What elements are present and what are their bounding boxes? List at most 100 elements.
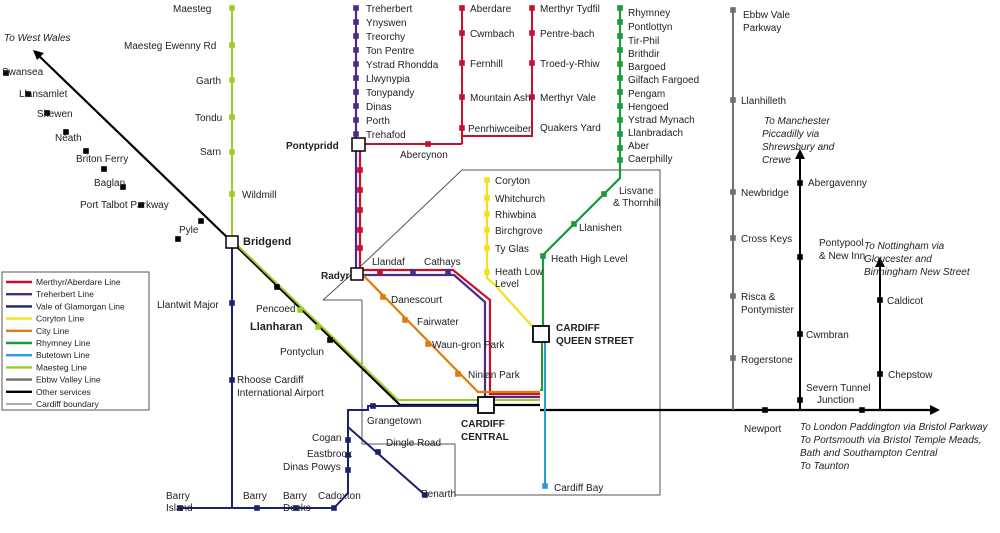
station-rhoose-airport[interactable]: International Airport [237, 388, 324, 399]
station-bridgend[interactable]: Bridgend [243, 236, 291, 248]
station-ystrad-rhondda[interactable]: Ystrad Rhondda [366, 60, 439, 71]
station-severn-tunnel-junction[interactable]: Severn Tunnel [806, 383, 871, 394]
station-cross-keys[interactable]: Cross Keys [741, 234, 792, 245]
station-hengoed[interactable]: Hengoed [628, 102, 669, 113]
station-radyr[interactable]: Radyr [321, 271, 349, 282]
station-wildmill[interactable]: Wildmill [242, 190, 276, 201]
station-neath[interactable]: Neath [55, 133, 82, 144]
radyr-interchange[interactable] [350, 267, 364, 281]
station-pontyclun[interactable]: Pontyclun [280, 347, 324, 358]
station-ynyswen[interactable]: Ynyswen [366, 18, 407, 29]
station-caerphilly[interactable]: Caerphilly [628, 154, 672, 165]
station-pontypridd[interactable]: Pontypridd [286, 141, 339, 152]
station-gilfach-fargoed[interactable]: Gilfach Fargoed [628, 75, 699, 86]
station-pyle[interactable]: Pyle [179, 225, 199, 236]
station-barry-island[interactable]: Barry [166, 491, 190, 502]
station-rhymney[interactable]: Rhymney [628, 8, 670, 19]
station-rhoose-airport[interactable]: Rhoose Cardiff [237, 375, 304, 386]
station-pentre-bach[interactable]: Pentre-bach [540, 29, 594, 40]
station-ebbw-vale-parkway[interactable]: Parkway [743, 23, 781, 34]
station-baglan[interactable]: Baglan [94, 178, 125, 189]
station-rogerstone[interactable]: Rogerstone [741, 355, 793, 366]
station-barry-docks[interactable]: Barry [283, 491, 307, 502]
station-trehafod[interactable]: Trehafod [366, 130, 406, 141]
station-barry[interactable]: Barry [243, 491, 267, 502]
station-grangetown[interactable]: Grangetown [367, 416, 421, 427]
station-danescourt[interactable]: Danescourt [391, 295, 442, 306]
station-newbridge[interactable]: Newbridge [741, 188, 789, 199]
station-cardiff-queen-street[interactable]: QUEEN STREET [556, 336, 634, 347]
station-pencoed[interactable]: Pencoed [256, 304, 295, 315]
station-skewen[interactable]: Skewen [37, 109, 73, 120]
station-bargoed[interactable]: Bargoed [628, 62, 666, 73]
station-port-talbot-parkway[interactable]: Port Talbot Parkway [80, 200, 169, 211]
station-coryton[interactable]: Coryton [495, 176, 530, 187]
queen-street-interchange[interactable] [532, 325, 550, 343]
station-tonypandy[interactable]: Tonypandy [366, 88, 414, 99]
station-heath-low-level[interactable]: Level [495, 279, 519, 290]
station-pengam[interactable]: Pengam [628, 89, 665, 100]
station-cadoxton[interactable]: Cadoxton [318, 491, 361, 502]
station-brithdir[interactable]: Brithdir [628, 49, 660, 60]
station-ystrad-mynach[interactable]: Ystrad Mynach [628, 115, 695, 126]
station-abergavenny[interactable]: Abergavenny [808, 178, 867, 189]
station-ton-pentre[interactable]: Ton Pentre [366, 46, 415, 57]
station-swansea[interactable]: Swansea [2, 67, 44, 78]
station-birchgrove[interactable]: Birchgrove [495, 226, 543, 237]
station-merthyr-tydfil[interactable]: Merthyr Tydfil [540, 4, 600, 15]
station-garth[interactable]: Garth [196, 76, 221, 87]
station-maesteg-ewenny-rd[interactable]: Maesteg Ewenny Rd [124, 41, 216, 52]
station-cardiff-queen-street[interactable]: CARDIFF [556, 323, 600, 334]
station-llandaf[interactable]: Llandaf [372, 257, 405, 268]
station-pontypool-new-inn[interactable]: Pontypool [819, 238, 863, 249]
bridgend-interchange[interactable] [225, 235, 239, 249]
station-dingle-road[interactable]: Dingle Road [386, 438, 441, 449]
station-cwmbach[interactable]: Cwmbach [470, 29, 514, 40]
station-lisvane-thornhill[interactable]: Lisvane [619, 186, 654, 197]
station-aber[interactable]: Aber [628, 141, 650, 152]
station-lisvane-thornhill[interactable]: & Thornhill [613, 198, 661, 209]
station-barry-island[interactable]: Island [166, 503, 193, 514]
station-heath-high-level[interactable]: Heath High Level [551, 254, 628, 265]
station-caldicot[interactable]: Caldicot [887, 296, 923, 307]
station-dinas-powys[interactable]: Dinas Powys [283, 462, 341, 473]
station-penrhiwceiber[interactable]: Penrhiwceiber [468, 124, 532, 135]
station-troed-y-rhiw[interactable]: Troed-y-Rhiw [540, 59, 600, 70]
station-merthyr-vale[interactable]: Merthyr Vale [540, 93, 596, 104]
station-fernhill[interactable]: Fernhill [470, 59, 503, 70]
station-waun-gron-park[interactable]: Waun-gron Park [432, 340, 505, 351]
station-llanishen[interactable]: Llanishen [579, 223, 622, 234]
station-chepstow[interactable]: Chepstow [888, 370, 933, 381]
station-severn-tunnel-junction[interactable]: Junction [817, 395, 854, 406]
station-fairwater[interactable]: Fairwater [417, 317, 459, 328]
station-aberdare[interactable]: Aberdare [470, 4, 512, 15]
station-cardiff-central[interactable]: CARDIFF [461, 419, 505, 430]
station-cwmbran[interactable]: Cwmbran [806, 330, 849, 341]
station-pontypool-new-inn[interactable]: & New Inn [819, 251, 865, 262]
station-treherbert[interactable]: Treherbert [366, 4, 413, 15]
station-cardiff-bay[interactable]: Cardiff Bay [554, 483, 603, 494]
station-tondu[interactable]: Tondu [195, 113, 222, 124]
station-ty-glas[interactable]: Ty Glas [495, 244, 529, 255]
station-cogan[interactable]: Cogan [312, 433, 341, 444]
station-llanhilleth[interactable]: Llanhilleth [741, 96, 786, 107]
station-dinas[interactable]: Dinas [366, 102, 392, 113]
cardiff-central-interchange[interactable] [477, 396, 495, 414]
station-barry-docks[interactable]: Docks [283, 503, 311, 514]
station-heath-low-level[interactable]: Heath Low [495, 267, 544, 278]
station-whitchurch[interactable]: Whitchurch [495, 194, 545, 205]
station-sarn[interactable]: Sarn [200, 147, 221, 158]
station-treorchy[interactable]: Treorchy [366, 32, 405, 43]
station-quakers-yard[interactable]: Quakers Yard [540, 123, 601, 134]
station-abercynon[interactable]: Abercynon [400, 150, 448, 161]
station-briton-ferry[interactable]: Briton Ferry [76, 154, 128, 165]
station-tir-phil[interactable]: Tir-Phil [628, 36, 659, 47]
station-cathays[interactable]: Cathays [424, 257, 461, 268]
station-risca-pontymister[interactable]: Pontymister [741, 305, 794, 316]
station-newport[interactable]: Newport [744, 424, 781, 435]
station-llanbradach[interactable]: Llanbradach [628, 128, 683, 139]
station-risca-pontymister[interactable]: Risca & [741, 292, 776, 303]
station-pontlottyn[interactable]: Pontlottyn [628, 22, 672, 33]
station-cardiff-central[interactable]: CENTRAL [461, 432, 509, 443]
station-ebbw-vale-parkway[interactable]: Ebbw Vale [743, 10, 791, 21]
